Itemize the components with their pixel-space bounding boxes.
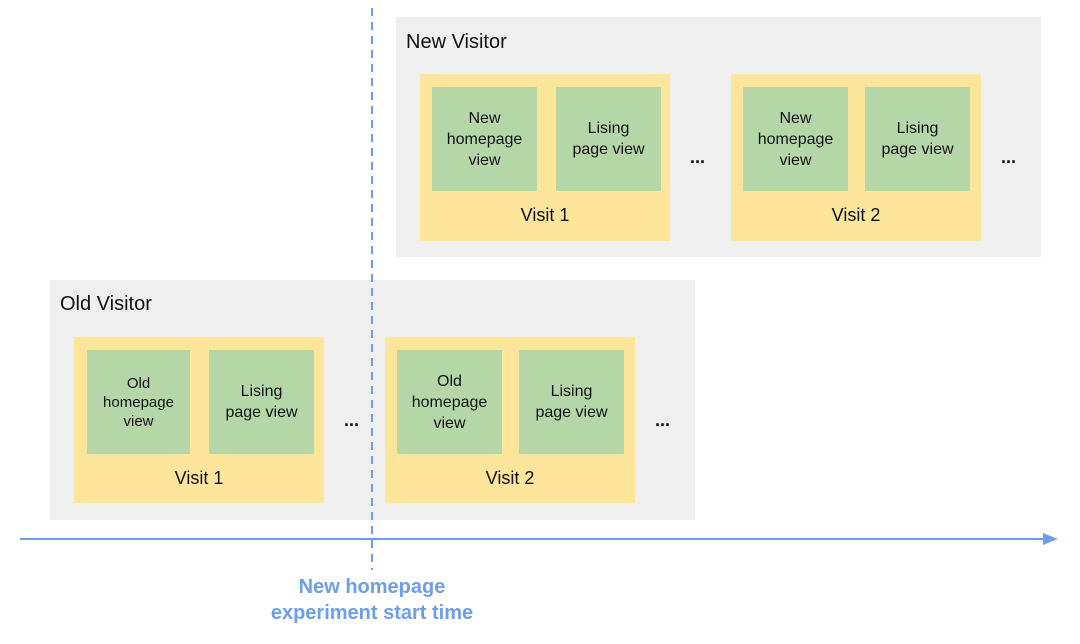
listing-page-view-box: Lising page view [209,350,314,454]
listing-page-view-box: Lising page view [865,87,970,191]
ellipsis: ... [690,147,706,167]
listing-page-view-box: Lising page view [556,87,661,191]
new-visitor-visit-2: New homepage view Lising page view Visit… [731,74,981,241]
ellipsis: ... [344,410,360,430]
new-homepage-view-box: New homepage view [432,87,537,191]
ellipsis: ... [655,410,671,430]
new-visitor-group: New Visitor New homepage view Lising pag… [396,17,1041,257]
old-visitor-visit-2: Old homepage view Lising page view Visit… [385,337,635,503]
visit-label: Visit 2 [485,468,535,488]
new-visitor-title: New Visitor [406,31,507,53]
visit-label: Visit 1 [520,205,570,225]
ellipsis: ... [1001,147,1017,167]
experiment-start-label: New homepage experiment start time [270,576,474,624]
time-axis-arrowhead [1043,533,1058,545]
old-homepage-view-box: Old homepage view [87,350,190,454]
old-visitor-title: Old Visitor [60,293,152,315]
old-homepage-view-box: Old homepage view [397,350,502,454]
listing-page-view-box: Lising page view [519,350,624,454]
visit-label: Visit 1 [174,468,224,488]
new-homepage-view-box: New homepage view [743,87,848,191]
visit-label: Visit 2 [831,205,881,225]
new-visitor-visit-1: New homepage view Lising page view Visit… [420,74,670,241]
old-visitor-visit-1: Old homepage view Lising page view Visit… [74,337,324,503]
